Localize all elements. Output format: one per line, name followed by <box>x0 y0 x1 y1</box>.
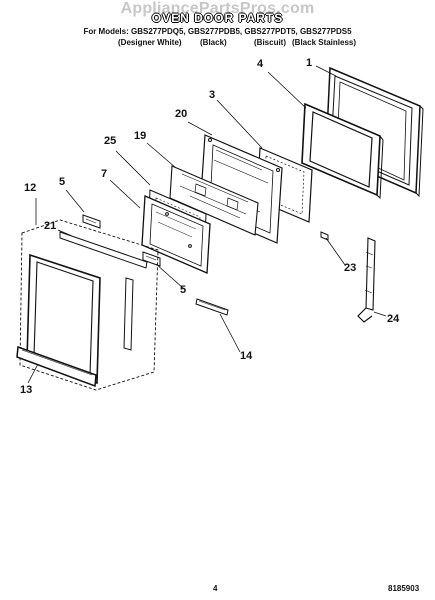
callout-5-lower: 5 <box>180 284 187 296</box>
callout-20: 20 <box>175 108 188 120</box>
door-front-panel <box>26 253 101 385</box>
callout-5-upper: 5 <box>59 176 66 188</box>
window-pack <box>141 195 211 274</box>
page-title: OVEN DOOR PARTS <box>151 11 284 25</box>
leader-lines <box>27 65 387 384</box>
watermark-text: AppliancePartsPros.com <box>120 0 315 17</box>
hinge-bracket-upper <box>82 214 101 229</box>
color-label-black-stainless: (Black Stainless) <box>292 38 357 47</box>
callout-13: 13 <box>20 384 33 396</box>
door-baffle <box>169 165 259 236</box>
callout-21: 21 <box>44 220 57 232</box>
document-number: 8185903 <box>388 584 420 593</box>
trim-strip <box>59 231 148 351</box>
color-label-white: (Designer White) <box>118 38 182 47</box>
door-frame <box>301 102 384 200</box>
hinge-bracket-lower <box>142 251 161 267</box>
callout-23: 23 <box>344 262 357 274</box>
callout-4: 4 <box>257 58 264 70</box>
page-number: 4 <box>213 584 218 593</box>
callout-12: 12 <box>24 182 37 194</box>
callout-3: 3 <box>209 89 216 101</box>
callout-7: 7 <box>101 168 108 180</box>
callout-19: 19 <box>134 130 147 142</box>
bottom-vent-strip <box>195 298 229 316</box>
door-assembly-outline <box>19 219 159 391</box>
callout-24: 24 <box>387 313 400 325</box>
callout-25: 25 <box>104 135 117 147</box>
color-label-biscuit: (Biscuit) <box>254 38 286 47</box>
callout-14: 14 <box>240 350 253 362</box>
hinge-arm <box>357 237 376 323</box>
color-label-black: (Black) <box>200 38 227 47</box>
callout-1: 1 <box>306 57 313 69</box>
door-bottom-trim <box>16 345 97 388</box>
models-line: For Models: GBS277PDQ5, GBS277PDB5, GBS2… <box>83 27 352 36</box>
